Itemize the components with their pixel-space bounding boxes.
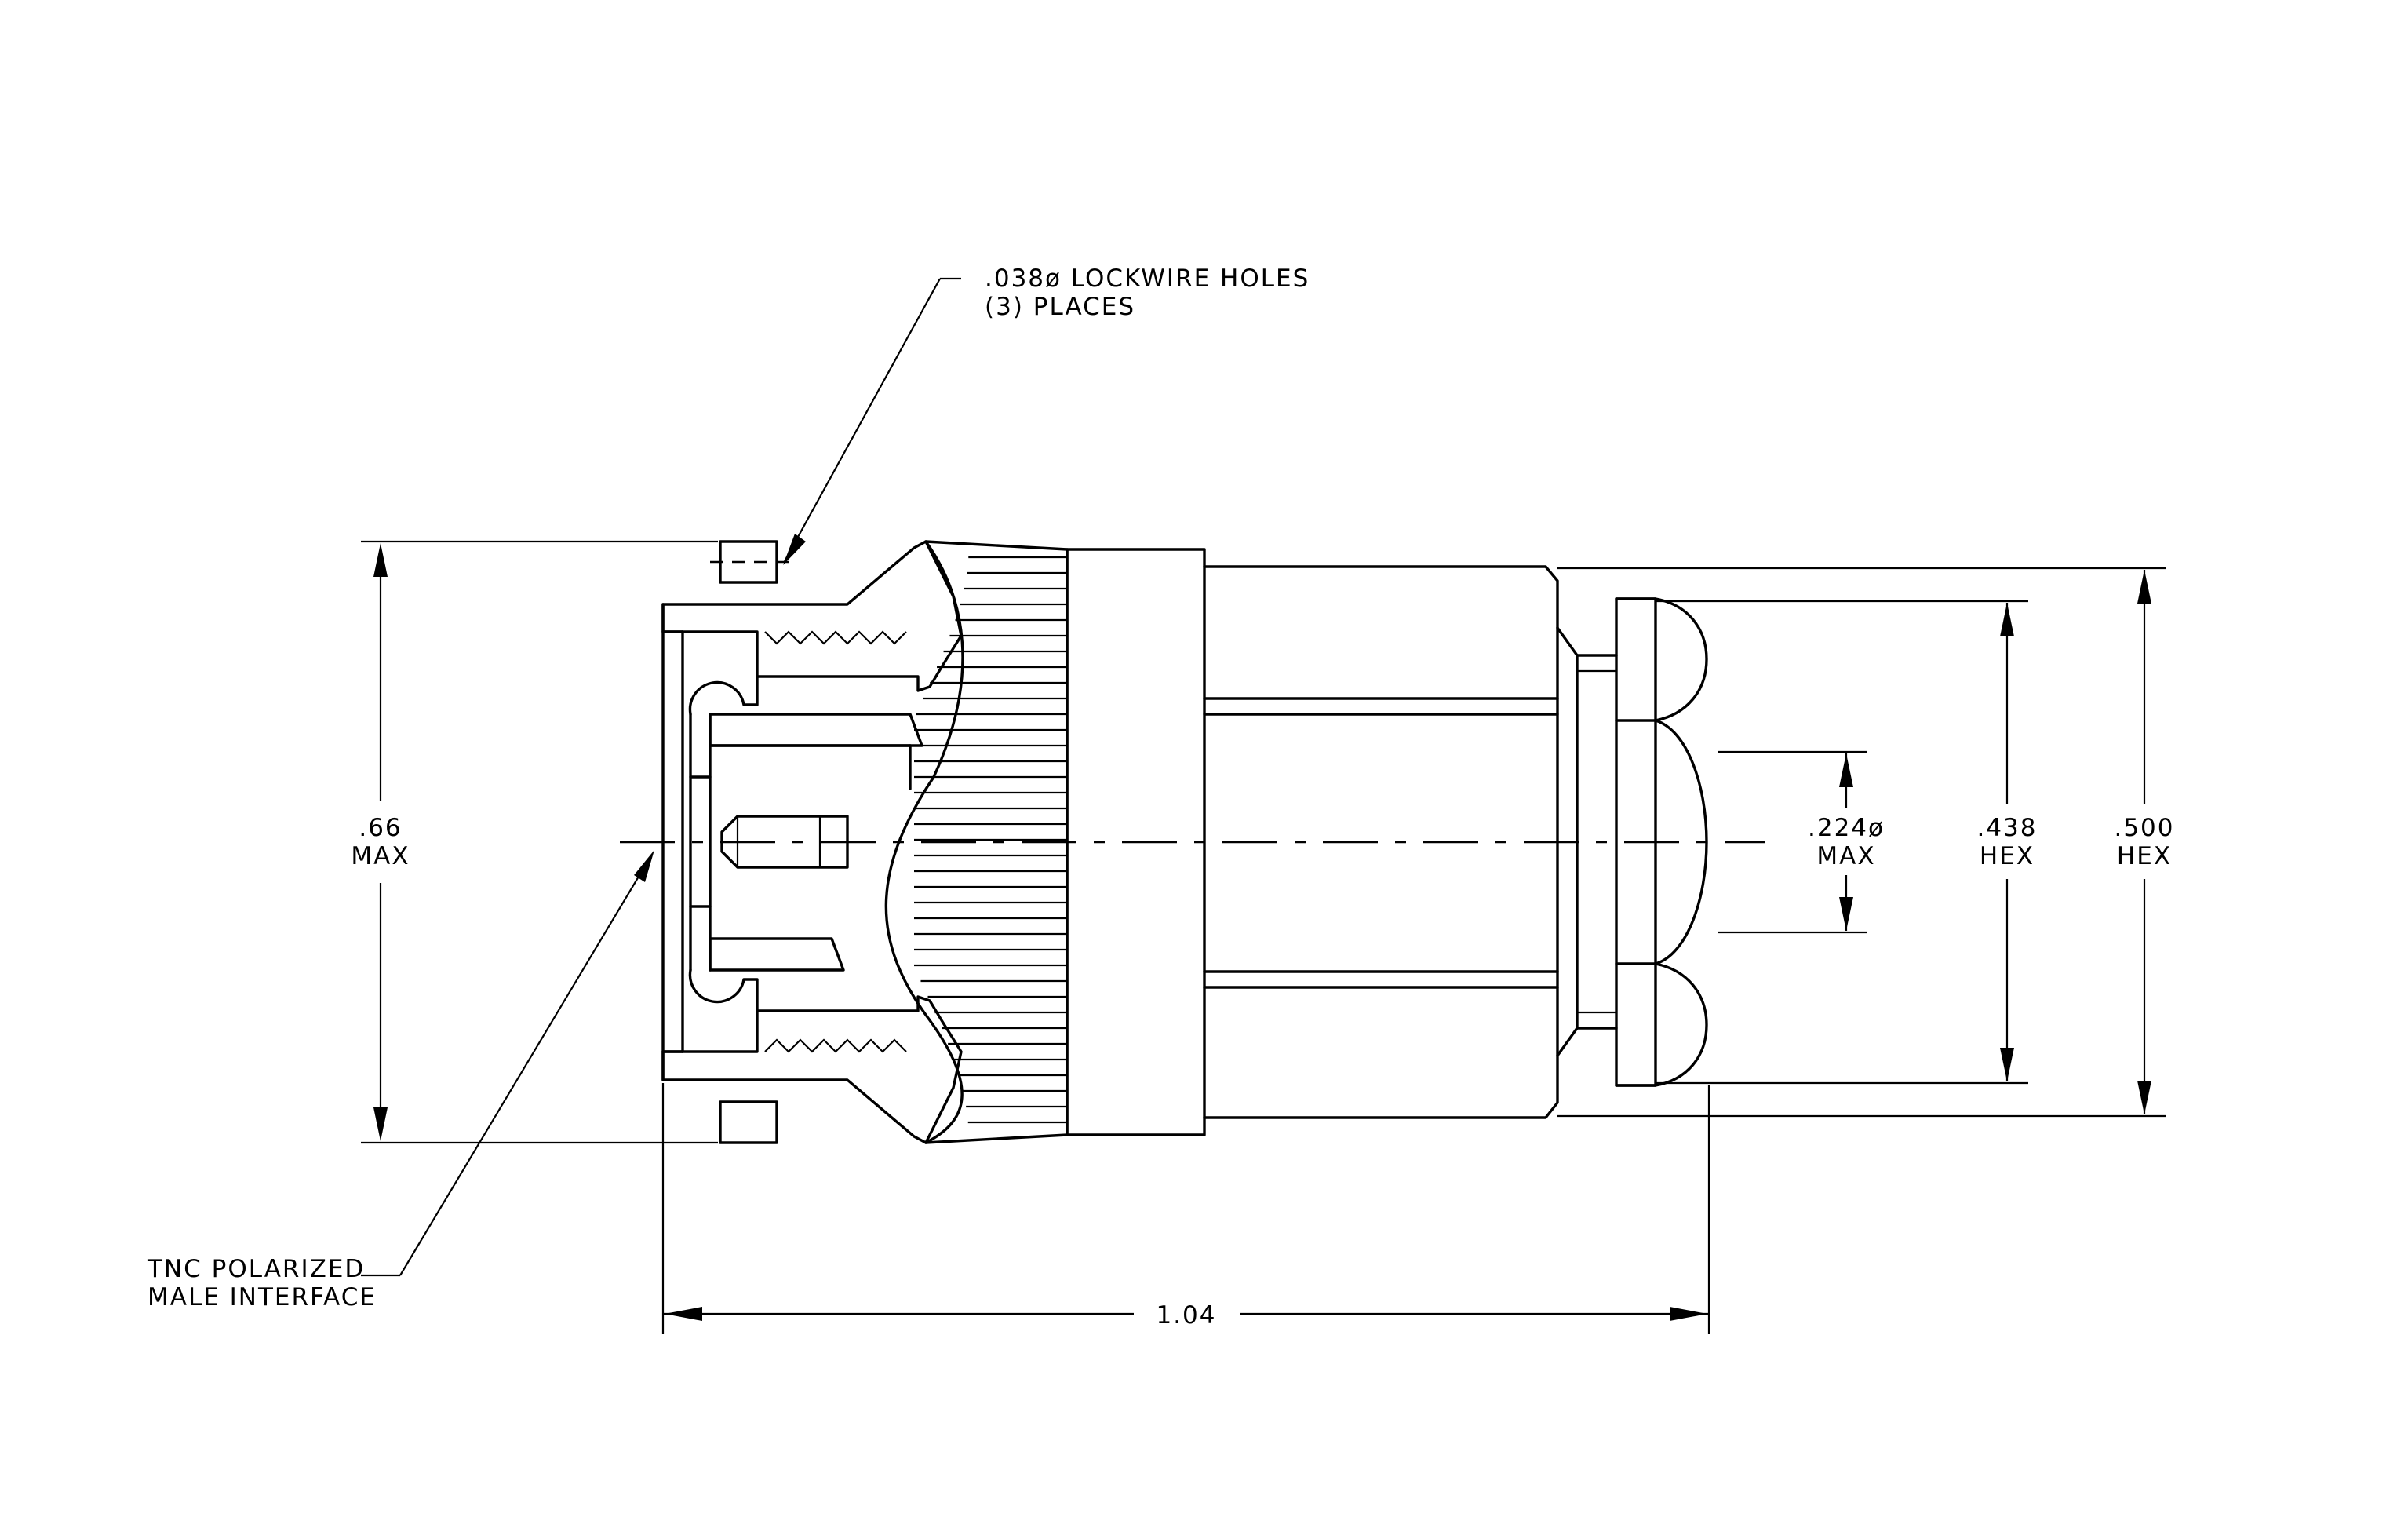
callout-lockwire-line1: .038ø LOCKWIRE HOLES <box>985 264 1310 293</box>
lockwire-lug-bottom <box>719 1100 778 1144</box>
callout-lockwire: .038ø LOCKWIRE HOLES (3) PLACES <box>783 264 1310 565</box>
insulator-bottom <box>709 937 845 972</box>
coupling-body-top <box>661 540 963 692</box>
dim-bore-diameter-value: .224ø <box>1808 814 1885 842</box>
callout-interface-line1: TNC POLARIZED <box>147 1255 365 1283</box>
dim-max-diameter-note: MAX <box>351 842 410 870</box>
dim-overall-length-value: 1.04 <box>1156 1301 1216 1330</box>
dim-hex-small-value: .438 <box>1976 814 2037 842</box>
connector-body <box>1066 548 1559 1136</box>
callout-interface: TNC POLARIZED MALE INTERFACE <box>147 850 654 1311</box>
dim-overall-length: 1.04 <box>661 1083 1710 1334</box>
coupling-nut-section <box>661 540 963 1144</box>
retaining-ring-top <box>688 675 759 716</box>
dim-hex-small-note: HEX <box>1980 842 2035 870</box>
thread-top <box>764 630 907 645</box>
retaining-ring-bottom <box>688 968 759 1012</box>
callout-lockwire-line2: (3) PLACES <box>985 293 1135 321</box>
dim-max-diameter-value: .66 <box>359 814 402 842</box>
dim-bore-diameter-note: MAX <box>1816 842 1875 870</box>
callout-interface-line2: MALE INTERFACE <box>148 1283 377 1311</box>
dim-bore-diameter: .224ø MAX <box>1718 750 1885 934</box>
dim-max-diameter: .66 MAX <box>351 540 718 1144</box>
insulator-top <box>709 713 923 747</box>
knurled-grip <box>884 540 1069 1144</box>
dim-hex-large-value: .500 <box>2114 814 2174 842</box>
dim-hex-large-note: HEX <box>2117 842 2172 870</box>
coupling-body-bottom <box>661 995 963 1144</box>
dim-hex-small: .438 HEX <box>1656 600 2037 1085</box>
lockwire-lug-top <box>719 540 778 584</box>
dim-hex-large: .500 HEX <box>1557 567 2174 1118</box>
thread-bottom <box>764 1038 907 1053</box>
hex-nut <box>1556 597 1708 1087</box>
